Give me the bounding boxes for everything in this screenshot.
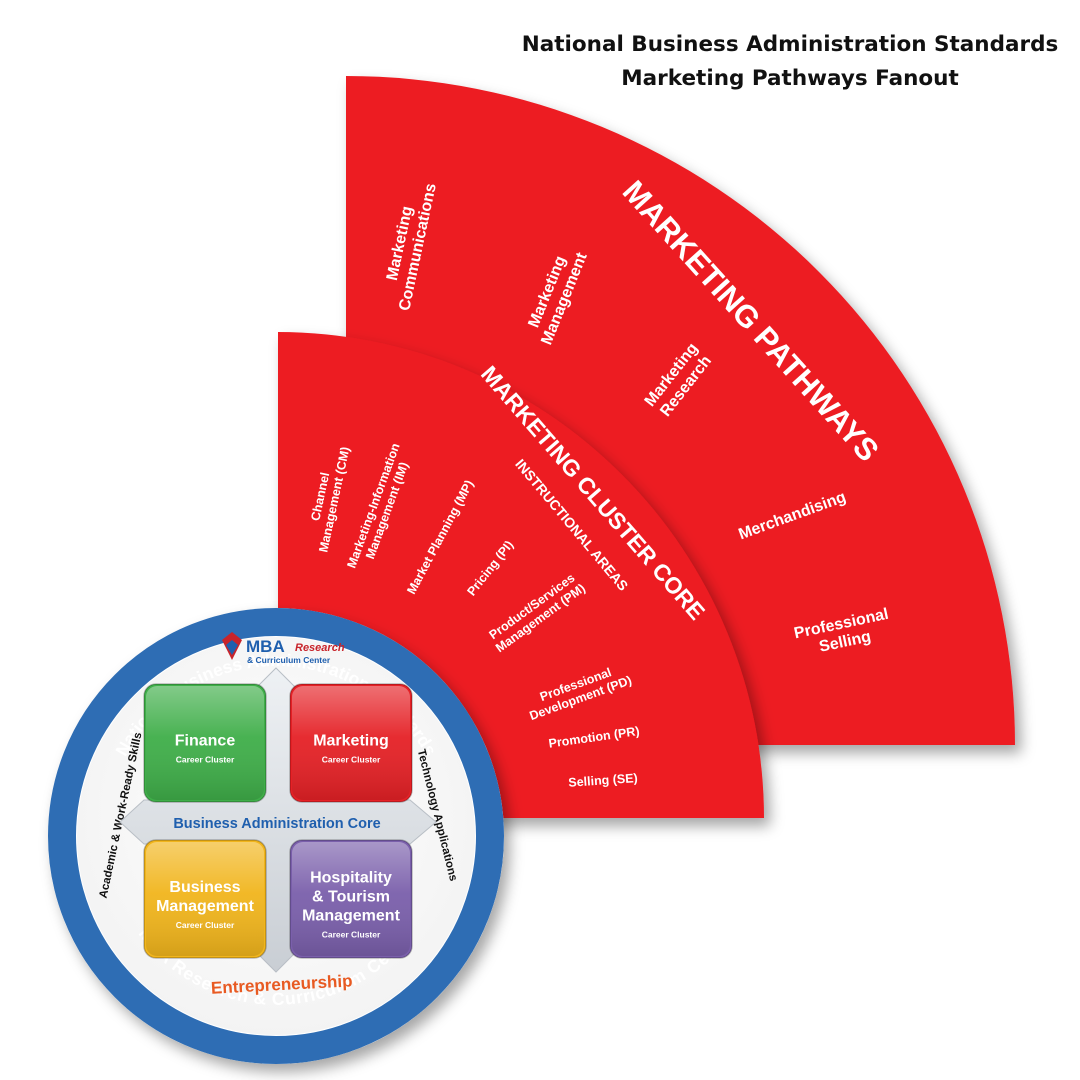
page-title: National Business Administration Standar…	[500, 28, 1080, 96]
title-line-1: National Business Administration Standar…	[521, 32, 1059, 57]
wheel-outer-ring	[48, 608, 504, 1064]
cluster-card-title: Finance	[175, 733, 236, 750]
cluster-card-title: Hospitality	[310, 870, 392, 887]
logo-sub: & Curriculum Center	[247, 655, 331, 665]
cluster-card-title: Business	[169, 879, 240, 896]
logo-italic: Research	[295, 642, 345, 654]
core-label: Business Administration Core	[173, 816, 380, 832]
cluster-card-subtitle: Career Cluster	[176, 920, 235, 930]
cluster-card-title: Marketing	[313, 733, 389, 750]
cluster-card-title: Management	[156, 898, 254, 915]
logo-main: MBA	[246, 637, 285, 656]
mba-logo: MBA Research & Curriculum Center	[222, 632, 345, 665]
cluster-card-subtitle: Career Cluster	[322, 930, 381, 940]
cluster-card-title: & Tourism	[312, 889, 390, 906]
cluster-card-title: Management	[302, 908, 400, 925]
mba-standards-wheel: National Business Administration Standar…	[48, 608, 504, 1064]
cluster-card-subtitle: Career Cluster	[176, 755, 235, 765]
cluster-card-subtitle: Career Cluster	[322, 755, 381, 765]
cluster-core-item: Selling (SE)	[568, 771, 638, 790]
title-line-2: Marketing Pathways Fanout	[621, 66, 959, 91]
